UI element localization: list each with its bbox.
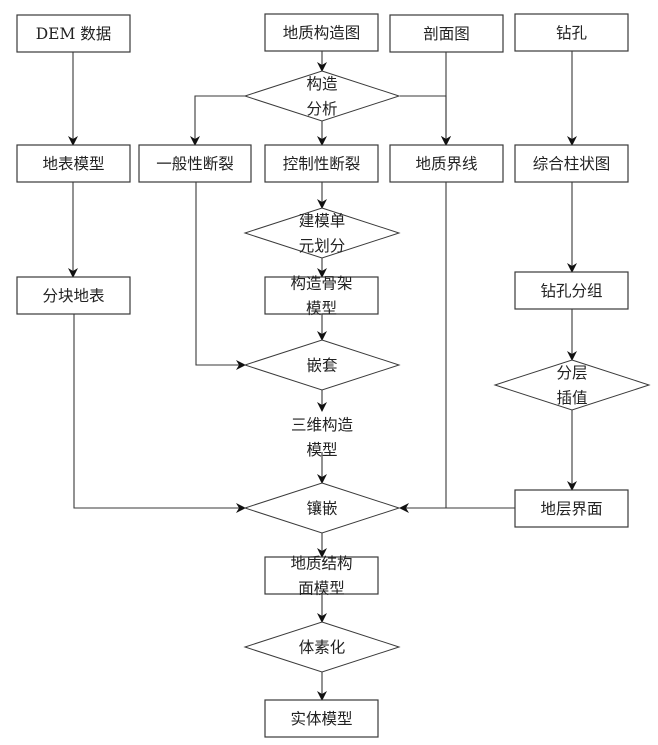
decision-diamond bbox=[243, 339, 401, 391]
node-label: 地质结构 bbox=[290, 555, 352, 573]
node-label: 构造 bbox=[306, 75, 338, 93]
node-label: 控制性断裂 bbox=[283, 155, 361, 173]
node-label: 地质构造图 bbox=[283, 24, 361, 42]
edge-struct-analysis-to-general-fault bbox=[190, 95, 245, 146]
node-surface-model: 地表模型 bbox=[16, 144, 131, 183]
process-box bbox=[264, 556, 379, 595]
decision-diamond bbox=[493, 359, 651, 411]
decision-diamond bbox=[243, 621, 401, 673]
decision-diamond bbox=[243, 70, 401, 122]
process-box bbox=[514, 13, 629, 52]
node-label: DEM 数据 bbox=[36, 25, 112, 43]
process-box bbox=[264, 699, 379, 738]
node-label: 插值 bbox=[556, 389, 587, 407]
node-solid-model: 实体模型 bbox=[264, 699, 379, 738]
edge-block-surface-to-mosaic bbox=[73, 314, 246, 513]
node-label: 综合柱状图 bbox=[533, 155, 611, 173]
node-label: 地层界面 bbox=[540, 500, 602, 518]
node-label: 建模单 bbox=[299, 212, 346, 230]
process-box bbox=[514, 489, 629, 528]
process-box bbox=[138, 144, 252, 183]
node-label: 一般性断裂 bbox=[156, 155, 234, 173]
node-general-fault: 一般性断裂 bbox=[138, 144, 252, 183]
decision-diamond bbox=[243, 207, 401, 259]
node-label: 分析 bbox=[306, 100, 337, 118]
node-borehole: 钻孔 bbox=[514, 13, 629, 52]
node-label: 分块地表 bbox=[42, 287, 104, 305]
node-column-chart: 综合柱状图 bbox=[514, 144, 629, 183]
node-dem: DEM 数据 bbox=[16, 14, 131, 53]
node-nesting: 嵌套 bbox=[243, 339, 401, 391]
node-label: 地质界线 bbox=[415, 155, 477, 173]
node-label: 实体模型 bbox=[290, 710, 352, 728]
node-label: 模型 bbox=[306, 300, 337, 318]
process-box bbox=[514, 271, 629, 310]
process-box bbox=[264, 276, 379, 315]
node-strata-surface: 地层界面 bbox=[514, 489, 629, 528]
process-box bbox=[389, 144, 504, 183]
node-label: 分层 bbox=[556, 364, 587, 382]
node-label: 元划分 bbox=[299, 237, 346, 255]
process-box bbox=[16, 14, 131, 53]
node-geo-boundary: 地质界线 bbox=[389, 144, 504, 183]
node-mosaic: 镶嵌 bbox=[243, 482, 401, 534]
node-control-fault: 控制性断裂 bbox=[264, 144, 379, 183]
process-box bbox=[264, 144, 379, 183]
edge-struct-analysis-to-geo-boundary bbox=[400, 95, 451, 146]
node-label: 剖面图 bbox=[423, 25, 470, 43]
node-label: 钻孔分组 bbox=[540, 282, 602, 300]
node-label: 镶嵌 bbox=[306, 499, 337, 518]
node-section-map: 剖面图 bbox=[389, 14, 504, 53]
process-box bbox=[264, 13, 379, 52]
node-label: 三维构造 bbox=[291, 416, 354, 434]
node-block-surface: 分块地表 bbox=[16, 276, 131, 315]
edges bbox=[68, 51, 577, 701]
edge-general-fault-to-nesting bbox=[195, 182, 246, 370]
node-label: 体素化 bbox=[299, 639, 346, 657]
process-box bbox=[514, 144, 629, 183]
node-label: 面模型 bbox=[298, 580, 345, 598]
decision-diamond bbox=[243, 482, 401, 534]
node-voxelization: 体素化 bbox=[243, 621, 401, 673]
node-borehole-group: 钻孔分组 bbox=[514, 271, 629, 310]
node-geo-struct-map: 地质构造图 bbox=[264, 13, 379, 52]
process-box bbox=[389, 14, 504, 53]
process-box bbox=[16, 144, 131, 183]
node-label: 嵌套 bbox=[306, 357, 337, 375]
node-label: 模型 bbox=[306, 441, 337, 459]
node-label: 钻孔 bbox=[556, 24, 588, 42]
node-label: 构造骨架 bbox=[290, 275, 352, 293]
process-box bbox=[16, 276, 131, 315]
node-label: 地表模型 bbox=[42, 155, 104, 173]
